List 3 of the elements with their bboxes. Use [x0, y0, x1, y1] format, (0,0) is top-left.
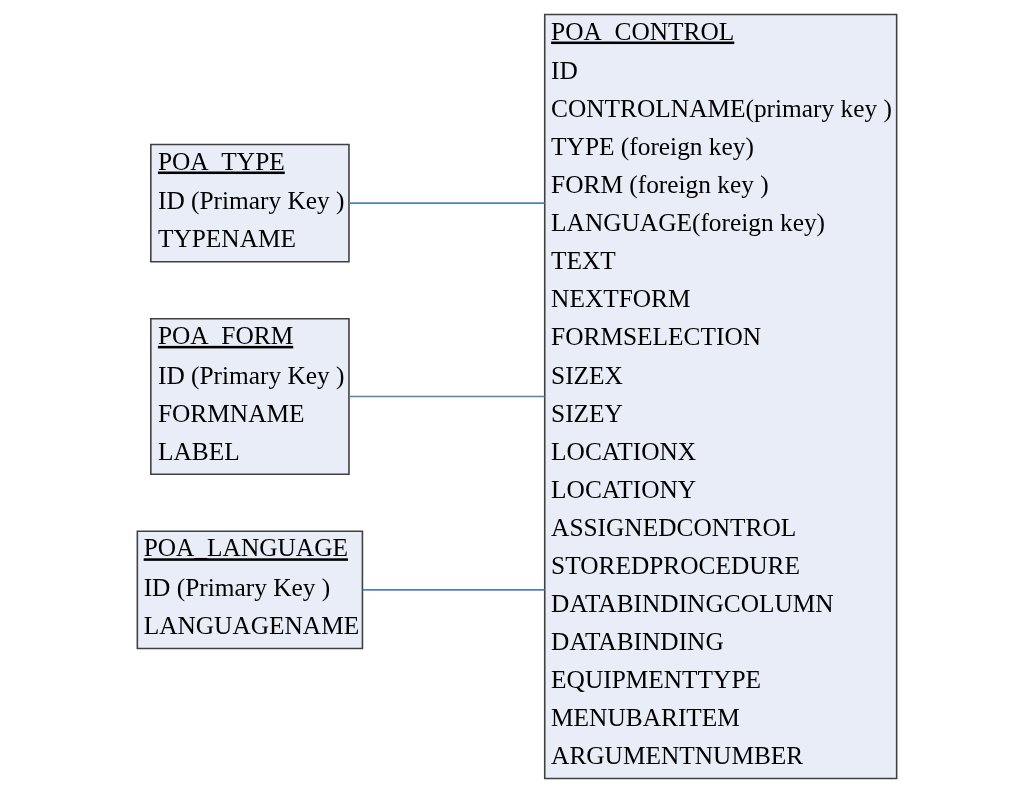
connector — [348, 395, 546, 398]
connector — [348, 202, 546, 204]
connector — [361, 589, 546, 591]
